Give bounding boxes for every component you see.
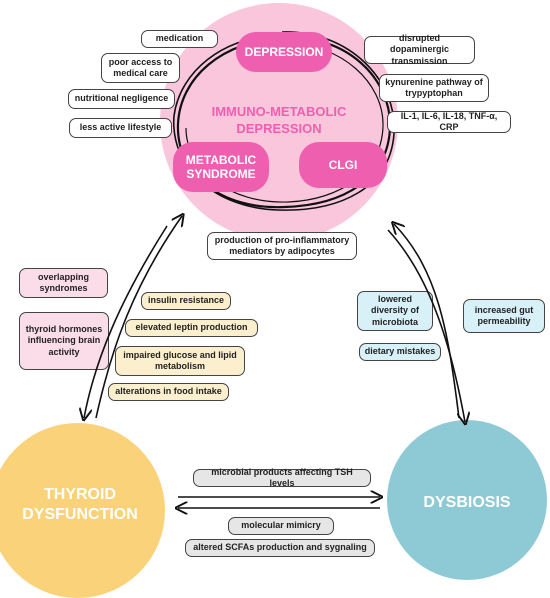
cause-medication: medication — [141, 30, 218, 48]
tsh-link-box: microbial products affecting TSH levels — [193, 466, 371, 488]
cause-dopaminergic-label: disrupted dopaminergic transmission — [389, 33, 449, 66]
cause-medication-label: medication — [155, 33, 204, 44]
thyroid-circle — [0, 423, 165, 598]
clgi-pill: CLGI — [299, 142, 387, 188]
food-intake-box: alterations in food intake — [108, 383, 229, 401]
metabolic-syndrome-pill: METABOLIC SYNDROME — [173, 142, 269, 192]
glucose-lipid-label: impaired glucose and lipid metabolism — [123, 349, 237, 371]
thyroid-dysfunction-label: THYROID DYSFUNCTION — [22, 486, 138, 523]
cause-cytokines: IL-1, IL-6, IL-18, TNF-α, CRP — [387, 111, 511, 133]
scfa-link-box: altered SCFAs production and sygnaling — [185, 539, 375, 557]
molecular-mimicry-label: molecular mimicry — [241, 520, 321, 531]
gut-permeability-label: increased gut permeability — [474, 304, 534, 326]
leptin-box: elevated leptin production — [125, 319, 258, 337]
scfa-link-label: altered SCFAs production and sygnaling — [193, 542, 367, 553]
dietary-mistakes-label: dietary mistakes — [364, 346, 436, 357]
adipocytes-label: production of pro-inflammatory mediators… — [214, 234, 350, 256]
dysbiosis-label: DYSBIOSIS — [423, 494, 511, 511]
thyroid-hormones-label: thyroid hormones influencing brain activ… — [25, 324, 103, 357]
glucose-lipid-box: impaired glucose and lipid metabolism — [115, 346, 245, 376]
molecular-mimicry-box: molecular mimicry — [228, 517, 334, 535]
insulin-resistance-box: insulin resistance — [141, 292, 231, 310]
cause-kynurenine: kynurenine pathway of trypyptophan — [379, 74, 489, 102]
leptin-label: elevated leptin production — [135, 322, 248, 333]
tsh-link-label: microbial products affecting TSH levels — [211, 466, 353, 488]
microbiota-diversity-box: lowered diversity of microbiota — [357, 291, 433, 331]
dysbiosis-circle — [387, 420, 547, 580]
center-title: IMMUNO-METABOLIC DEPRESSION — [211, 104, 347, 136]
microbiota-diversity-label: lowered diversity of microbiota — [370, 294, 419, 327]
adipocytes-box: production of pro-inflammatory mediators… — [207, 232, 357, 260]
thyroid-hormones-box: thyroid hormones influencing brain activ… — [19, 312, 109, 370]
cause-kynurenine-label: kynurenine pathway of trypyptophan — [385, 76, 483, 98]
depression-label: DEPRESSION — [244, 44, 324, 59]
cause-poor-access: poor access to medical care — [101, 53, 180, 83]
overlapping-syndromes-label: overlapping syndromes — [37, 271, 89, 293]
food-intake-label: alterations in food intake — [115, 386, 222, 397]
overlapping-syndromes-box: overlapping syndromes — [19, 268, 108, 298]
cause-dopaminergic: disrupted dopaminergic transmission — [364, 33, 475, 66]
dietary-mistakes-box: dietary mistakes — [359, 343, 441, 361]
gut-permeability-box: increased gut permeability — [463, 299, 545, 333]
insulin-resistance-label: insulin resistance — [147, 295, 225, 306]
cause-poor-access-label: poor access to medical care — [108, 56, 173, 78]
clgi-label: CLGI — [328, 157, 358, 172]
depression-pill: DEPRESSION — [236, 32, 332, 72]
cause-less-active-lifestyle: less active lifestyle — [69, 118, 172, 138]
cause-less-active-lifestyle-label: less active lifestyle — [79, 122, 162, 133]
cause-cytokines-label: IL-1, IL-6, IL-18, TNF-α, CRP — [400, 110, 498, 132]
cause-nutritional-negligence: nutritional negligence — [68, 89, 175, 109]
metabolic-syndrome-label: METABOLIC SYNDROME — [185, 152, 257, 181]
cause-nutritional-negligence-label: nutritional negligence — [74, 93, 169, 104]
